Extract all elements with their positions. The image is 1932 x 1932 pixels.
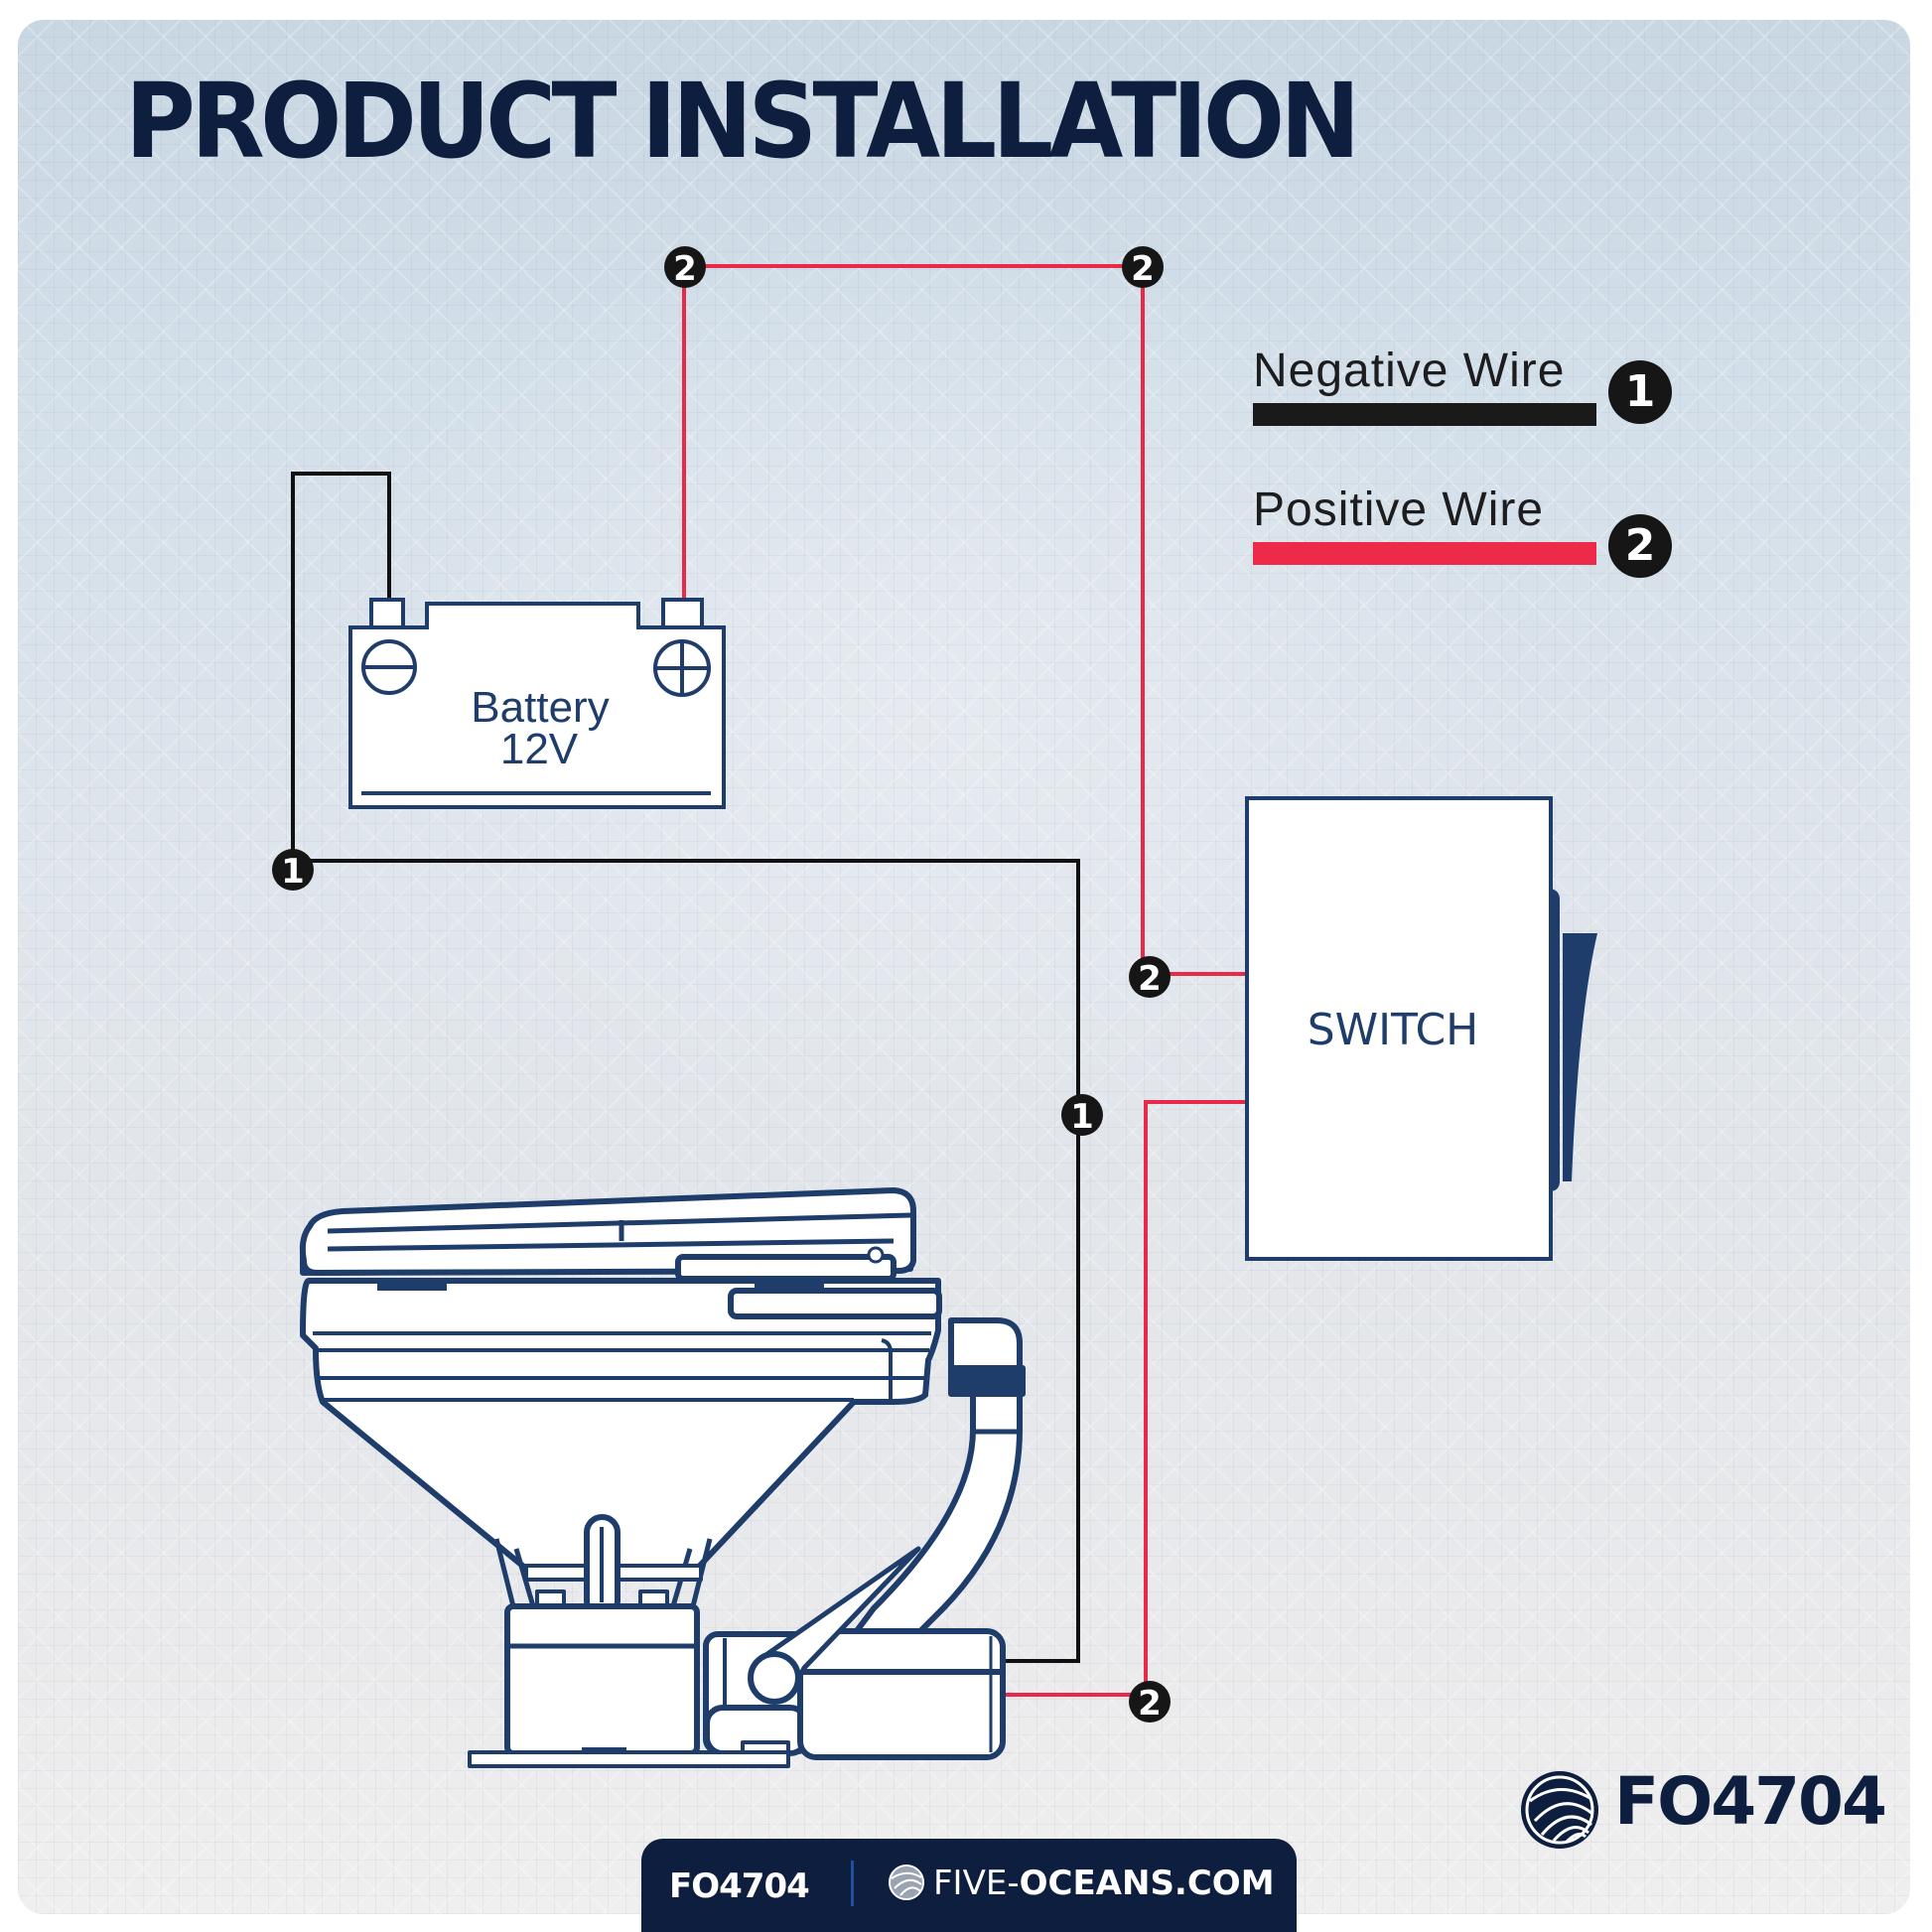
plus-icon: [653, 639, 711, 697]
negative-wire-battery: [291, 472, 391, 864]
pipe-clamp: [948, 1365, 1026, 1397]
negative-wire-to-motor: [293, 859, 1080, 1663]
badge-negative-battery: 1: [272, 849, 314, 892]
toilet-lid: [299, 1187, 916, 1276]
positive-wire-to-motor: [1003, 1100, 1247, 1697]
bowl-handle: [881, 1338, 893, 1400]
switch-side-plate: [1551, 889, 1560, 1191]
badge-positive-top-left: 2: [664, 246, 706, 289]
toilet-illustration: [299, 1187, 1026, 1768]
legend-negative-bar: [1253, 403, 1596, 426]
badge-positive-motor: 2: [1129, 1681, 1171, 1724]
minus-icon: [361, 639, 417, 695]
battery-voltage: 12V: [500, 725, 579, 773]
footer-divider: [851, 1861, 854, 1906]
toilet-base-plate: [468, 1750, 790, 1768]
switch: [1245, 796, 1597, 1261]
positive-wire-battery: [682, 264, 1247, 976]
legend-positive-bar: [1253, 542, 1596, 565]
pump-joint: [748, 1651, 801, 1705]
badge-positive-switch: 2: [1129, 956, 1171, 999]
hinge-pin: [867, 1246, 885, 1264]
switch-rocker-icon: [1563, 933, 1597, 1181]
legend-positive-label: Positive Wire: [1253, 483, 1545, 536]
legend-positive-badge: 2: [1608, 514, 1672, 578]
svg-text:1: 1: [281, 852, 305, 892]
page-title: PRODUCT INSTALLATION: [125, 61, 1360, 182]
svg-text:2: 2: [1138, 1684, 1162, 1724]
bowl-rim-step: [728, 1288, 942, 1319]
battery-label: Battery: [471, 683, 609, 732]
footer-tab: [641, 1839, 1297, 1932]
pedestal: [504, 1603, 700, 1756]
legend-negative-label: Negative Wire: [1253, 345, 1566, 397]
battery-body: [348, 602, 726, 809]
toilet-bowl: [300, 1278, 941, 1572]
svg-text:2: 2: [1138, 959, 1162, 999]
badge-negative-motor: 1: [1061, 1094, 1103, 1137]
svg-text:2: 2: [1131, 249, 1155, 289]
lid-hinge: [675, 1254, 897, 1282]
footer-site-prefix: FIVE-: [933, 1863, 1020, 1903]
diagram-card: [18, 20, 1910, 1914]
brand-product-code: FO4704: [1614, 1763, 1887, 1840]
svg-text:2: 2: [673, 249, 697, 289]
footer-product-code: FO4704: [669, 1866, 810, 1906]
five-oceans-logo-icon: [1521, 1771, 1598, 1849]
motor: [797, 1628, 1006, 1760]
footer-site-rest: OCEANS.COM: [1019, 1863, 1275, 1903]
bowl-struts: [493, 1538, 713, 1619]
switch-body: [1245, 796, 1553, 1261]
footer-website-link[interactable]: FIVE-OCEANS.COM: [933, 1863, 1275, 1903]
seat-gap-block-2: [755, 1281, 824, 1291]
discharge-pipe: [811, 1317, 1023, 1691]
badge-positive-top-right: 2: [1122, 246, 1164, 289]
switch-label: SWITCH: [1308, 1005, 1479, 1055]
negative-wires: [291, 472, 1080, 1663]
seat-gap-block-1: [377, 1281, 447, 1291]
legend-negative-badge: 1: [1608, 360, 1672, 424]
footer-logo-icon: [889, 1864, 924, 1900]
battery-pos-terminal: [661, 598, 704, 631]
battery-neg-terminal: [369, 598, 405, 631]
wire-badges: 2 2 1 2 1 2: [272, 246, 1171, 1724]
svg-text:1: 1: [1070, 1097, 1094, 1137]
battery: [348, 598, 726, 809]
